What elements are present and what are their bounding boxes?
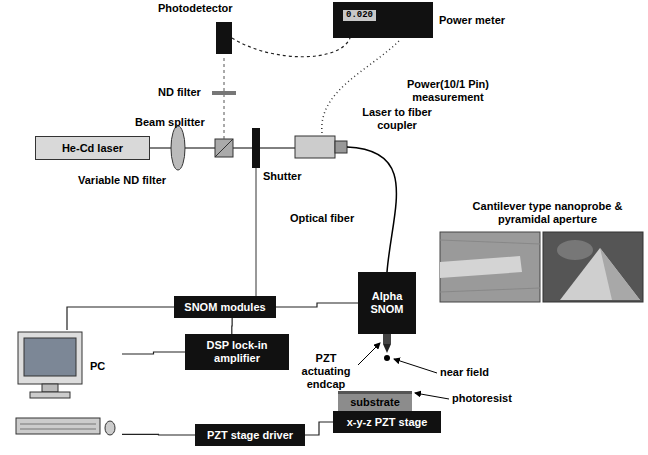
photodetector: Photodetector (216, 22, 232, 54)
driver-box: PZT stage driver (195, 424, 305, 446)
node-label: PZT stage driver (207, 429, 293, 442)
optical-fiber (347, 147, 396, 272)
signal-wire (231, 318, 233, 334)
leader-line (415, 393, 449, 399)
part-label: Shutter (263, 170, 302, 183)
node-label: substrate (350, 396, 400, 409)
signal-wire (122, 352, 185, 354)
substrate-box: substrate (338, 394, 412, 411)
nd-filter (212, 91, 236, 95)
near-field-spot (384, 355, 390, 361)
part-label: near field (440, 366, 489, 379)
part-label: photoresist (452, 392, 512, 405)
node-label: SNOM modules (184, 301, 265, 314)
probe-tip (383, 344, 391, 353)
part-label: Laser to fiber coupler (352, 106, 442, 132)
reflected-beam (224, 56, 225, 139)
shutter-wire (256, 168, 257, 296)
part-label: Variable ND filter (78, 174, 166, 187)
part-label: Beam splitter (135, 116, 205, 129)
computer: PC (12, 330, 122, 450)
display-reading: 0.020 (343, 10, 376, 21)
signal-wire (276, 303, 358, 307)
node-label: Alpha SNOM (361, 290, 413, 316)
amplifier-box: DSP lock-in amplifier (185, 334, 289, 370)
leader-line (394, 359, 437, 373)
signal-wire (305, 422, 333, 435)
part-label: Cantilever type nanoprobe & pyramidal ap… (455, 200, 640, 226)
beam-splitter (215, 139, 233, 157)
laser-tube: He-Cd laser (35, 136, 150, 160)
signal-wire (232, 38, 350, 57)
coupler-tip (335, 141, 347, 153)
signal-wire (67, 307, 174, 330)
nd-filter-wheel (171, 126, 185, 170)
node-label: Power meter (439, 14, 505, 27)
part-label: Power(10/1 Pin) measurement (400, 78, 496, 104)
computer-icon (12, 330, 122, 450)
part-label: PZT actuating endcap (296, 352, 356, 391)
node-label: PC (90, 360, 105, 373)
shutter (252, 128, 260, 168)
node-label: Photodetector (158, 2, 233, 15)
node-label: He-Cd laser (62, 142, 123, 155)
node-label: x-y-z PZT stage (347, 416, 428, 429)
probe-endcap (383, 334, 391, 344)
module-box: SNOM modules (174, 296, 276, 318)
splitter-diagonal (215, 139, 233, 157)
signal-wire (122, 434, 195, 436)
aperture-image (543, 232, 643, 302)
leader-line (358, 343, 380, 365)
fiber-coupler (295, 136, 335, 158)
stage-box: x-y-z PZT stage (333, 411, 441, 433)
node-label: DSP lock-in amplifier (188, 339, 286, 365)
part-label: ND filter (158, 86, 201, 99)
part-label: Optical fiber (290, 212, 354, 225)
cantilever-image (440, 232, 540, 302)
snom-head: Alpha SNOM (358, 272, 416, 334)
